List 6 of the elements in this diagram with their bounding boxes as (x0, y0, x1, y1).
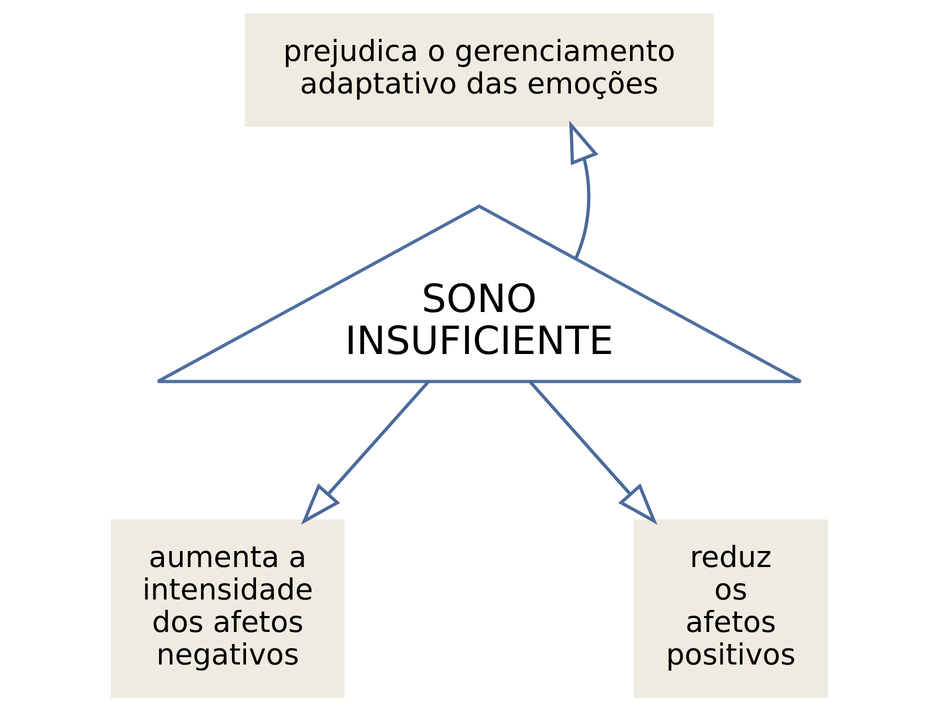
arrow (528, 380, 658, 525)
node-box: prejudica o gerenciamento adaptativo das emoções (244, 13, 714, 127)
arrow (569, 120, 598, 260)
node-box: aumenta a intensidade dos afetos negativos (110, 519, 345, 698)
arrow (301, 380, 430, 525)
node-box: reduz os afetos positivos (633, 519, 828, 698)
